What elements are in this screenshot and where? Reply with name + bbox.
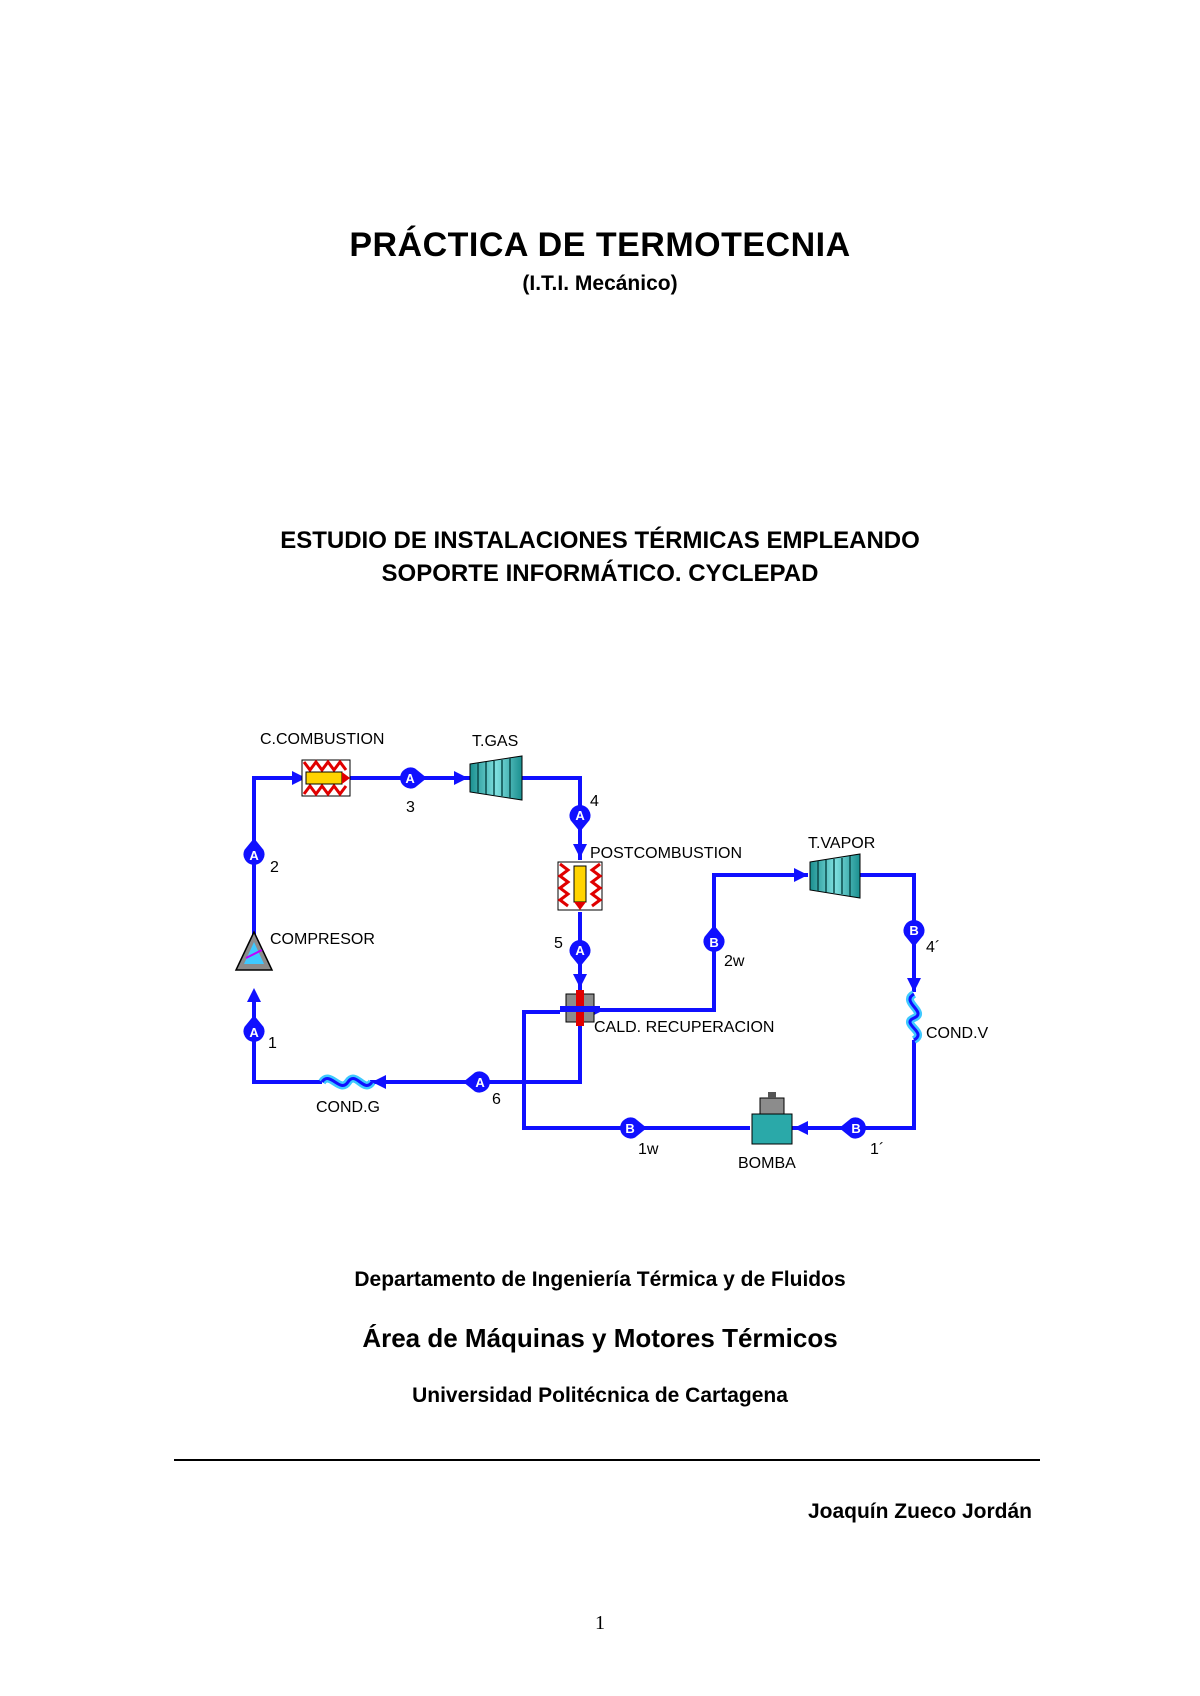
svg-text:A: A bbox=[475, 1075, 485, 1090]
pipe-boiler-to-steamturbine bbox=[598, 873, 808, 1012]
postcombustion-icon bbox=[557, 861, 603, 911]
svg-text:A: A bbox=[249, 1025, 259, 1040]
gas-turbine-icon bbox=[469, 755, 523, 801]
state-2w: 2w bbox=[724, 953, 745, 970]
label-compressor: COMPRESOR bbox=[270, 931, 375, 948]
flow-arrow bbox=[292, 771, 306, 785]
label-gas-turbine: T.GAS bbox=[472, 733, 518, 750]
stream-marker-b: B bbox=[703, 925, 725, 952]
svg-text:B: B bbox=[709, 935, 718, 950]
label-combustion: C.COMBUSTION bbox=[260, 731, 384, 748]
stream-marker-b: B bbox=[620, 1117, 647, 1139]
page-number: 1 bbox=[595, 1612, 605, 1634]
svg-text:A: A bbox=[249, 848, 259, 863]
label-steam-condenser: COND.V bbox=[926, 1025, 989, 1042]
divider bbox=[174, 1459, 1040, 1461]
stream-marker-a: A bbox=[569, 805, 591, 832]
flow-arrow bbox=[573, 844, 587, 858]
flow-arrow bbox=[573, 974, 587, 988]
study-heading-line-1: ESTUDIO DE INSTALACIONES TÉRMICAS EMPLEA… bbox=[280, 527, 920, 554]
state-6: 6 bbox=[492, 1091, 501, 1108]
steam-turbine-icon bbox=[809, 853, 861, 899]
state-labels: 1 2 3 4 5 6 2w 4´ 1w 1´ bbox=[268, 793, 940, 1158]
flow-arrow bbox=[454, 771, 468, 785]
steam-condenser-icon bbox=[906, 990, 922, 1044]
recovery-boiler-icon bbox=[560, 990, 600, 1026]
combustion-chamber-icon bbox=[301, 759, 351, 797]
stream-marker-a: A bbox=[243, 838, 265, 865]
department: Departamento de Ingeniería Térmica y de … bbox=[354, 1268, 846, 1291]
flow-arrow bbox=[372, 1075, 386, 1089]
label-gas-condenser: COND.G bbox=[316, 1099, 380, 1116]
svg-text:A: A bbox=[575, 943, 585, 958]
stream-marker-a: A bbox=[463, 1071, 490, 1093]
state-2: 2 bbox=[270, 859, 279, 876]
state-4: 4 bbox=[590, 793, 599, 810]
university: Universidad Politécnica de Cartagena bbox=[412, 1384, 788, 1407]
stream-marker-b: B bbox=[903, 920, 925, 947]
label-pump: BOMBA bbox=[738, 1155, 796, 1172]
pipe-cond-to-pump bbox=[792, 1040, 916, 1130]
pipe-turbine-to-post bbox=[522, 776, 582, 860]
label-recovery-boiler: CALD. RECUPERACION bbox=[594, 1019, 774, 1036]
state-5: 5 bbox=[554, 935, 563, 952]
state-1: 1 bbox=[268, 1035, 277, 1052]
document-subtitle: (I.T.I. Mecánico) bbox=[522, 272, 678, 295]
stream-markers: A A A A A A B B B B bbox=[243, 767, 925, 1139]
study-heading: ESTUDIO DE INSTALACIONES TÉRMICAS EMPLEA… bbox=[0, 524, 1200, 590]
svg-text:A: A bbox=[405, 771, 415, 786]
gas-condenser-icon bbox=[318, 1074, 376, 1090]
stream-marker-a: A bbox=[243, 1015, 265, 1042]
state-1w: 1w bbox=[638, 1141, 659, 1158]
study-heading-line-2: SOPORTE INFORMÁTICO. CYCLEPAD bbox=[381, 560, 819, 587]
author: Joaquín Zueco Jordán bbox=[807, 1500, 1032, 1523]
svg-text:B: B bbox=[909, 923, 918, 938]
state-3: 3 bbox=[406, 799, 415, 816]
document-title: PRÁCTICA DE TERMOTECNIA bbox=[349, 226, 851, 264]
flow-arrow bbox=[794, 868, 808, 882]
svg-text:B: B bbox=[625, 1121, 634, 1136]
area: Área de Máquinas y Motores Térmicos bbox=[362, 1323, 838, 1353]
stream-marker-a: A bbox=[569, 940, 591, 967]
label-postcombustion: POSTCOMBUSTION bbox=[590, 845, 742, 862]
pump-icon bbox=[751, 1092, 793, 1145]
label-steam-turbine: T.VAPOR bbox=[808, 835, 875, 852]
stream-marker-a: A bbox=[400, 767, 427, 789]
svg-text:B: B bbox=[851, 1121, 860, 1136]
component-labels: C.COMBUSTION T.GAS POSTCOMBUSTION T.VAPO… bbox=[260, 731, 989, 1172]
pipe-gcond-to-compressor bbox=[252, 992, 322, 1084]
pipe-steamturbine-to-cond bbox=[860, 873, 916, 992]
flow-arrow bbox=[907, 978, 921, 992]
svg-text:A: A bbox=[575, 808, 585, 823]
state-4-prime: 4´ bbox=[926, 939, 940, 956]
pipe-gas-top bbox=[252, 776, 296, 970]
state-1-prime: 1´ bbox=[870, 1141, 884, 1158]
compressor-icon bbox=[234, 930, 274, 971]
stream-marker-b: B bbox=[839, 1117, 866, 1139]
flow-arrow bbox=[794, 1121, 808, 1135]
flow-arrow bbox=[247, 988, 261, 1002]
pipe-boiler-to-gcond bbox=[370, 1022, 582, 1084]
